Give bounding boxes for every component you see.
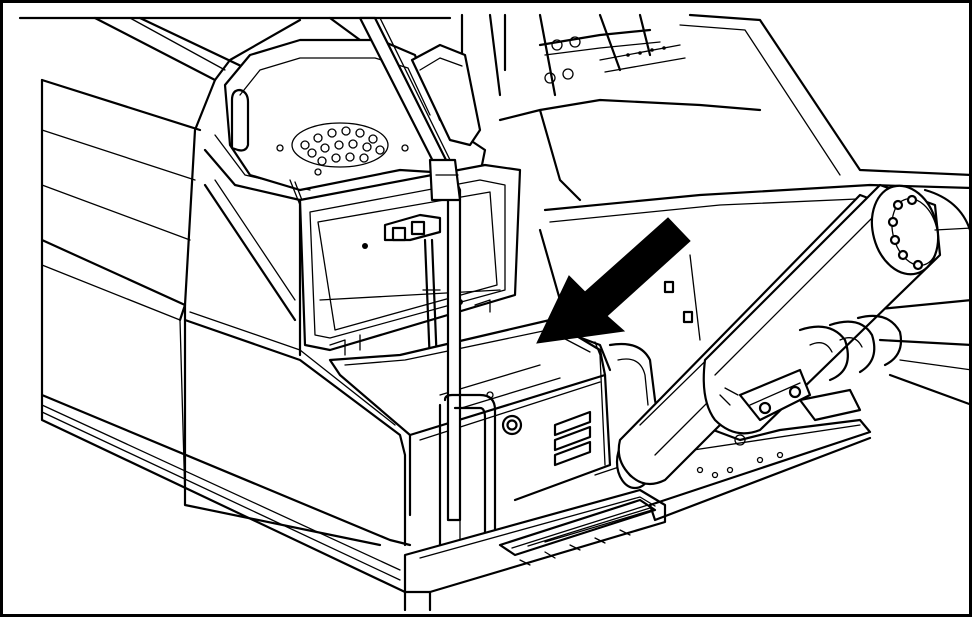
vent-slots	[553, 410, 592, 467]
entry-step	[403, 459, 667, 612]
hydraulic-cylinder	[617, 183, 972, 486]
machine-body	[18, 16, 452, 594]
arrow-pointer-icon	[536, 217, 691, 344]
speaker-holes	[300, 126, 385, 166]
storage-box	[328, 316, 612, 517]
cylinder-bolts	[887, 194, 924, 271]
compartment-lid	[298, 163, 522, 374]
seat-console	[223, 38, 487, 209]
background-frame	[460, 13, 972, 407]
